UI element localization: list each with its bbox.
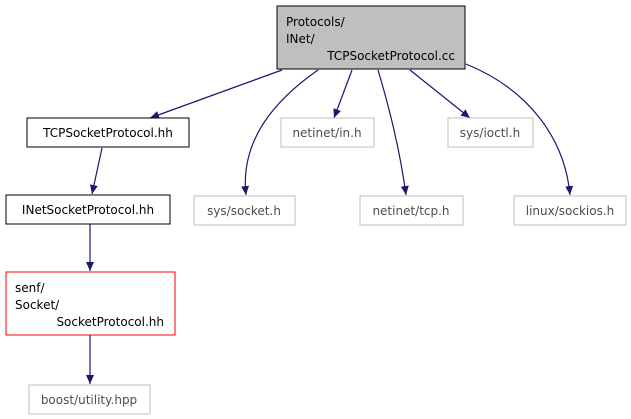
node-tcp-socket-protocol-hh[interactable]: TCPSocketProtocol.hh [26, 117, 190, 148]
node-inet-socket-protocol-hh[interactable]: INetSocketProtocol.hh [5, 194, 171, 225]
node-senf-line-1: senf/ [15, 281, 45, 295]
node-sys-ioctl-h[interactable]: sys/ioctl.h [447, 117, 534, 148]
edge-root-to-tcp-socket-protocol-hh [149, 69, 283, 119]
node-tcp-socket-protocol-cc[interactable]: Protocols/ INet/ TCPSocketProtocol.cc [276, 5, 466, 70]
edge-root-to-sys-ioctl-h [409, 69, 471, 119]
node-boost-utility-hpp-label: boost/utility.hpp [41, 393, 137, 407]
node-root-line-2: INet/ [286, 32, 316, 46]
node-linux-sockios-h-label: linux/sockios.h [526, 204, 615, 218]
edge-root-to-netinet-tcp-h [377, 69, 409, 196]
edge-root-to-netinet-in-h [333, 69, 353, 119]
node-root-line-3: TCPSocketProtocol.cc [326, 49, 455, 63]
node-senf-socket-protocol-hh[interactable]: senf/ Socket/ SocketProtocol.hh [5, 271, 176, 336]
node-netinet-tcp-h-label: netinet/tcp.h [372, 204, 449, 218]
node-senf-line-2: Socket/ [15, 298, 60, 312]
node-linux-sockios-h[interactable]: linux/sockios.h [513, 195, 627, 226]
edge-tcp-to-inet-socket-protocol-hh [90, 147, 103, 195]
node-netinet-tcp-h[interactable]: netinet/tcp.h [359, 195, 464, 226]
node-senf-line-3: SocketProtocol.hh [56, 315, 164, 329]
node-netinet-in-h-label: netinet/in.h [292, 126, 361, 140]
node-netinet-in-h[interactable]: netinet/in.h [280, 117, 375, 148]
node-root-line-1: Protocols/ [286, 15, 346, 29]
node-boost-utility-hpp[interactable]: boost/utility.hpp [28, 384, 151, 415]
node-sys-socket-h[interactable]: sys/socket.h [193, 195, 296, 226]
edge-root-to-linux-sockios-h [465, 63, 574, 196]
node-sys-ioctl-h-label: sys/ioctl.h [460, 126, 520, 140]
edges [86, 63, 574, 384]
node-inet-socket-protocol-hh-label: INetSocketProtocol.hh [22, 203, 154, 217]
node-sys-socket-h-label: sys/socket.h [207, 204, 281, 218]
node-tcp-socket-protocol-hh-label: TCPSocketProtocol.hh [42, 126, 173, 140]
edge-root-to-sys-socket-h [241, 69, 319, 196]
